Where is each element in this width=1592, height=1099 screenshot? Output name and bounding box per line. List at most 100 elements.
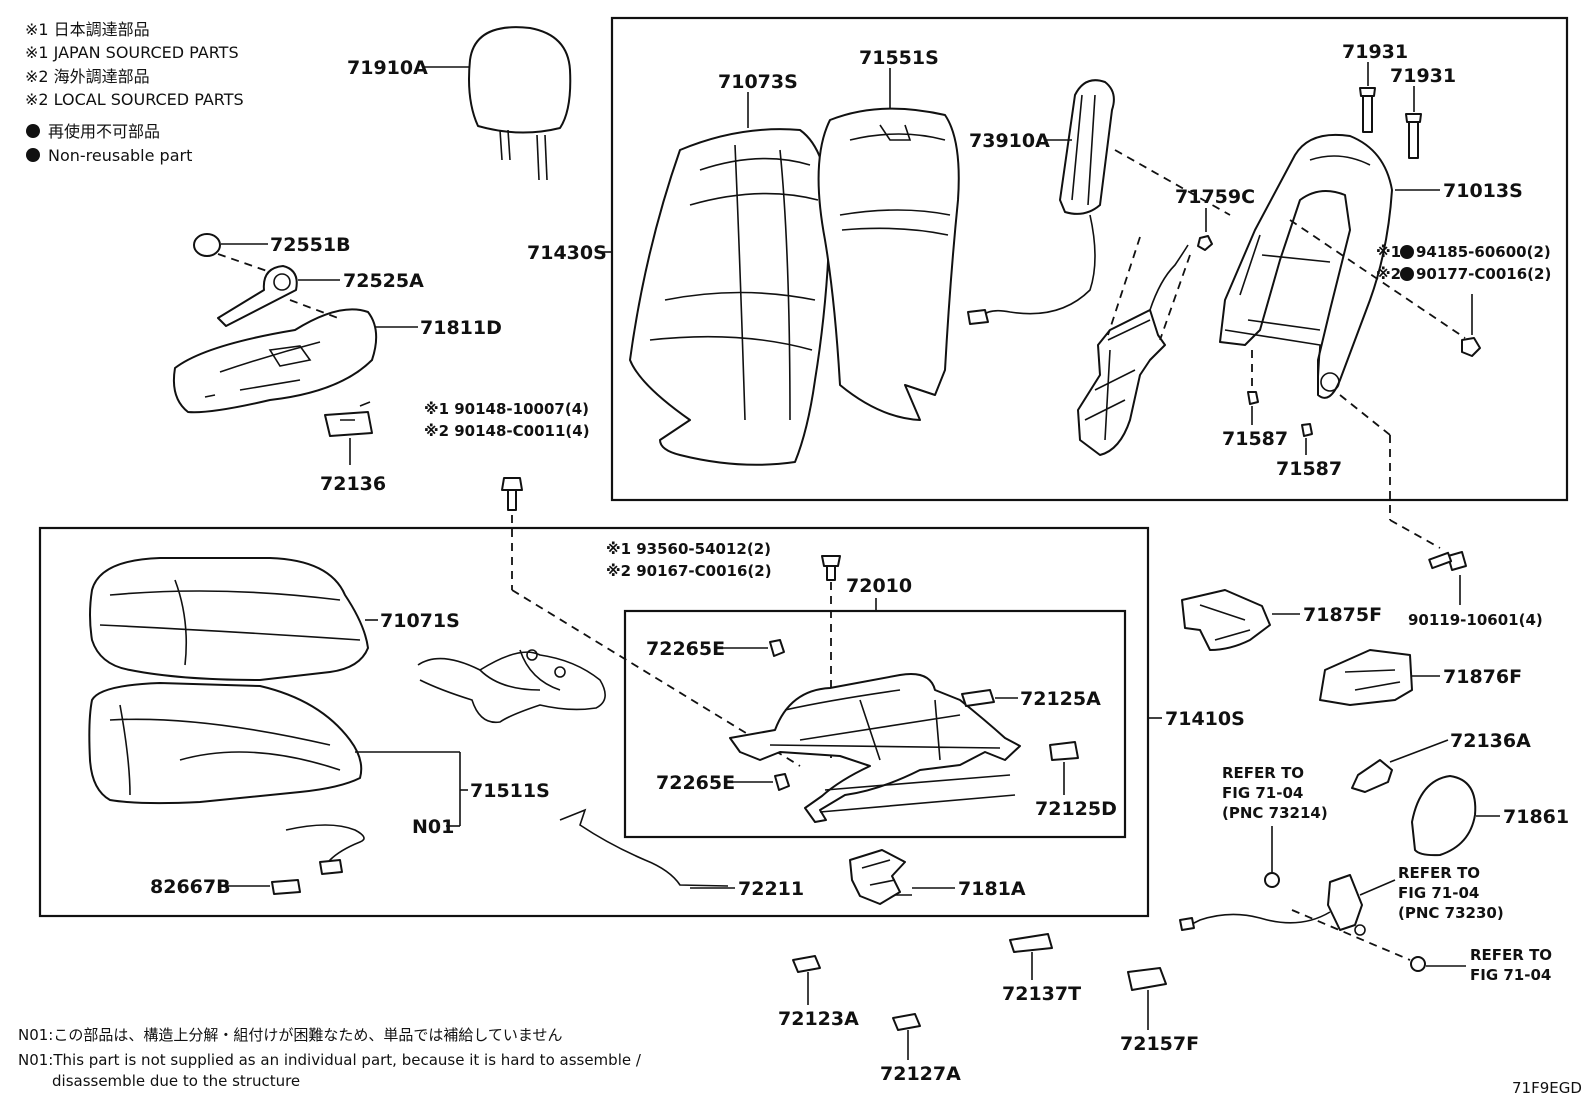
headrest-drawing — [468, 26, 572, 181]
part-93560-54012[interactable]: ※1 93560-54012(2) — [606, 540, 771, 558]
seat-track-group-box — [623, 609, 1127, 839]
part-71430S[interactable]: 71430S — [527, 242, 607, 264]
part-71811D[interactable]: 71811D — [420, 317, 502, 339]
bracket-7181A-drawing — [849, 849, 912, 905]
refer-to-line1: REFER TO — [1470, 946, 1552, 964]
part-90148-local[interactable]: ※2 90148-C0011(4) — [424, 422, 590, 440]
part-72136[interactable]: 72136 — [320, 473, 386, 495]
refer-to-line1: REFER TO — [1222, 764, 1304, 782]
part-7181A[interactable]: 7181A — [958, 878, 1026, 900]
part-90167-C0016[interactable]: ※2 90167-C0016(2) — [606, 562, 772, 580]
part-90148-japan[interactable]: ※1 90148-10007(4) — [424, 400, 589, 418]
part-72123A[interactable]: 72123A — [778, 1008, 859, 1030]
bolt-90148-drawing — [501, 477, 523, 511]
clip-72265E-drawing — [769, 639, 790, 791]
seatback-group-box — [610, 16, 1569, 502]
part-94185-mark: ※1 — [1376, 243, 1401, 261]
non-reusable-dot-icon — [26, 124, 40, 138]
seatback-cover-71073S-drawing — [629, 128, 831, 466]
part-71875F[interactable]: 71875F — [1303, 604, 1382, 626]
legend-japan-jp: ※1 日本調達部品 — [25, 20, 150, 39]
cover-71811D-drawing — [172, 308, 378, 414]
cushion-pad-71511S-drawing — [88, 682, 363, 805]
part-72525A[interactable]: 72525A — [343, 270, 424, 292]
legend: ※1 日本調達部品 ※1 JAPAN SOURCED PARTS ※2 海外調達… — [25, 20, 244, 165]
part-90119-10601[interactable]: 90119-10601(4) — [1408, 611, 1543, 629]
clip-72127A-drawing — [892, 1013, 921, 1031]
rod-72211-drawing — [559, 808, 729, 887]
refer-to-fig-71-04[interactable]: REFER TO FIG 71-04 — [1470, 946, 1552, 984]
part-90177-C0016[interactable]: 90177-C0016(2) — [1416, 265, 1551, 283]
cover-71861-drawing — [1411, 775, 1477, 857]
part-71071S[interactable]: 71071S — [380, 610, 460, 632]
part-90177-mark: ※2 — [1376, 265, 1401, 283]
part-71013S[interactable]: 71013S — [1443, 180, 1523, 202]
cushion-group-box — [38, 526, 1150, 918]
side-airbag-harness-drawing — [1179, 874, 1366, 936]
cover-72157F-drawing — [1127, 967, 1167, 991]
seatback-pad-71551S-drawing — [817, 107, 960, 421]
legend-local-en: ※2 LOCAL SOURCED PARTS — [25, 90, 244, 109]
grommet-icon — [1264, 872, 1280, 888]
legend-local-jp: ※2 海外調達部品 — [25, 67, 150, 86]
knob-72551B-drawing — [193, 233, 221, 257]
part-73910A[interactable]: 73910A — [969, 130, 1050, 152]
note-n01-en-cont: disassemble due to the structure — [52, 1072, 300, 1090]
legend-nonreuse-jp: 再使用不可部品 — [48, 122, 160, 141]
part-71931-b[interactable]: 71931 — [1390, 65, 1456, 87]
part-72551B[interactable]: 72551B — [270, 234, 351, 256]
part-72157F[interactable]: 72157F — [1120, 1033, 1199, 1055]
part-71910A[interactable]: 71910A — [347, 57, 428, 79]
part-72125D[interactable]: 72125D — [1035, 798, 1117, 820]
seatback-frame-71013S-drawing — [1219, 133, 1393, 399]
note-n01-en: N01:This part is not supplied as an indi… — [18, 1051, 642, 1069]
nut-71587-drawing — [1247, 391, 1313, 437]
part-71587-a[interactable]: 71587 — [1222, 428, 1288, 450]
screw-93560-drawing — [821, 555, 841, 581]
part-72125A[interactable]: 72125A — [1020, 688, 1101, 710]
nut-94185-drawing — [1461, 337, 1481, 357]
part-71931-a[interactable]: 71931 — [1342, 41, 1408, 63]
part-71861[interactable]: 71861 — [1503, 806, 1569, 828]
cover-71876F-drawing — [1319, 649, 1413, 706]
figure-id: 71F9EGD — [1512, 1079, 1582, 1097]
part-71073S[interactable]: 71073S — [718, 71, 798, 93]
legend-nonreuse-en: Non-reusable part — [48, 146, 192, 165]
sensor-82667B-drawing — [271, 879, 301, 895]
wire-harness-N01-drawing — [285, 824, 365, 875]
part-72136A[interactable]: 72136A — [1450, 730, 1531, 752]
refer-to-line2: FIG 71-04 — [1398, 884, 1479, 902]
part-71876F[interactable]: 71876F — [1443, 666, 1522, 688]
refer-to-line3: (PNC 73214) — [1222, 804, 1328, 822]
part-72127A[interactable]: 72127A — [880, 1063, 961, 1085]
non-reusable-dot-icon — [1400, 245, 1414, 259]
refer-to-line2: FIG 71-04 — [1470, 966, 1551, 984]
part-72265E-upper[interactable]: 72265E — [646, 638, 725, 660]
part-94185-60600[interactable]: 94185-60600(2) — [1416, 243, 1551, 261]
cover-71875F-drawing — [1181, 589, 1271, 651]
part-N01[interactable]: N01 — [412, 816, 454, 838]
part-71587-b[interactable]: 71587 — [1276, 458, 1342, 480]
cover-72125D-drawing — [1049, 741, 1079, 761]
part-72211[interactable]: 72211 — [738, 878, 804, 900]
part-71511S[interactable]: 71511S — [470, 780, 550, 802]
clip-72123A-drawing — [792, 955, 821, 973]
part-82667B[interactable]: 82667B — [150, 876, 231, 898]
part-71410S[interactable]: 71410S — [1165, 708, 1245, 730]
refer-to-73214[interactable]: REFER TO FIG 71-04 (PNC 73214) — [1222, 764, 1328, 822]
bolt-90119-drawing — [1428, 551, 1467, 571]
cushion-cover-71071S-drawing — [89, 557, 369, 681]
refer-to-line2: FIG 71-04 — [1222, 784, 1303, 802]
switch-72136-drawing — [324, 401, 373, 437]
part-72265E-lower[interactable]: 72265E — [656, 772, 735, 794]
part-71759C[interactable]: 71759C — [1175, 186, 1255, 208]
refer-to-73230[interactable]: REFER TO FIG 71-04 (PNC 73230) — [1398, 864, 1504, 922]
nut-icon — [1410, 956, 1426, 972]
part-72137T[interactable]: 72137T — [1002, 983, 1081, 1005]
part-72010[interactable]: 72010 — [846, 575, 912, 597]
cover-72125A-drawing — [961, 689, 995, 707]
bolt-71931-drawing — [1359, 87, 1422, 159]
part-71551S[interactable]: 71551S — [859, 47, 939, 69]
nut-71759C-drawing — [1197, 235, 1213, 251]
